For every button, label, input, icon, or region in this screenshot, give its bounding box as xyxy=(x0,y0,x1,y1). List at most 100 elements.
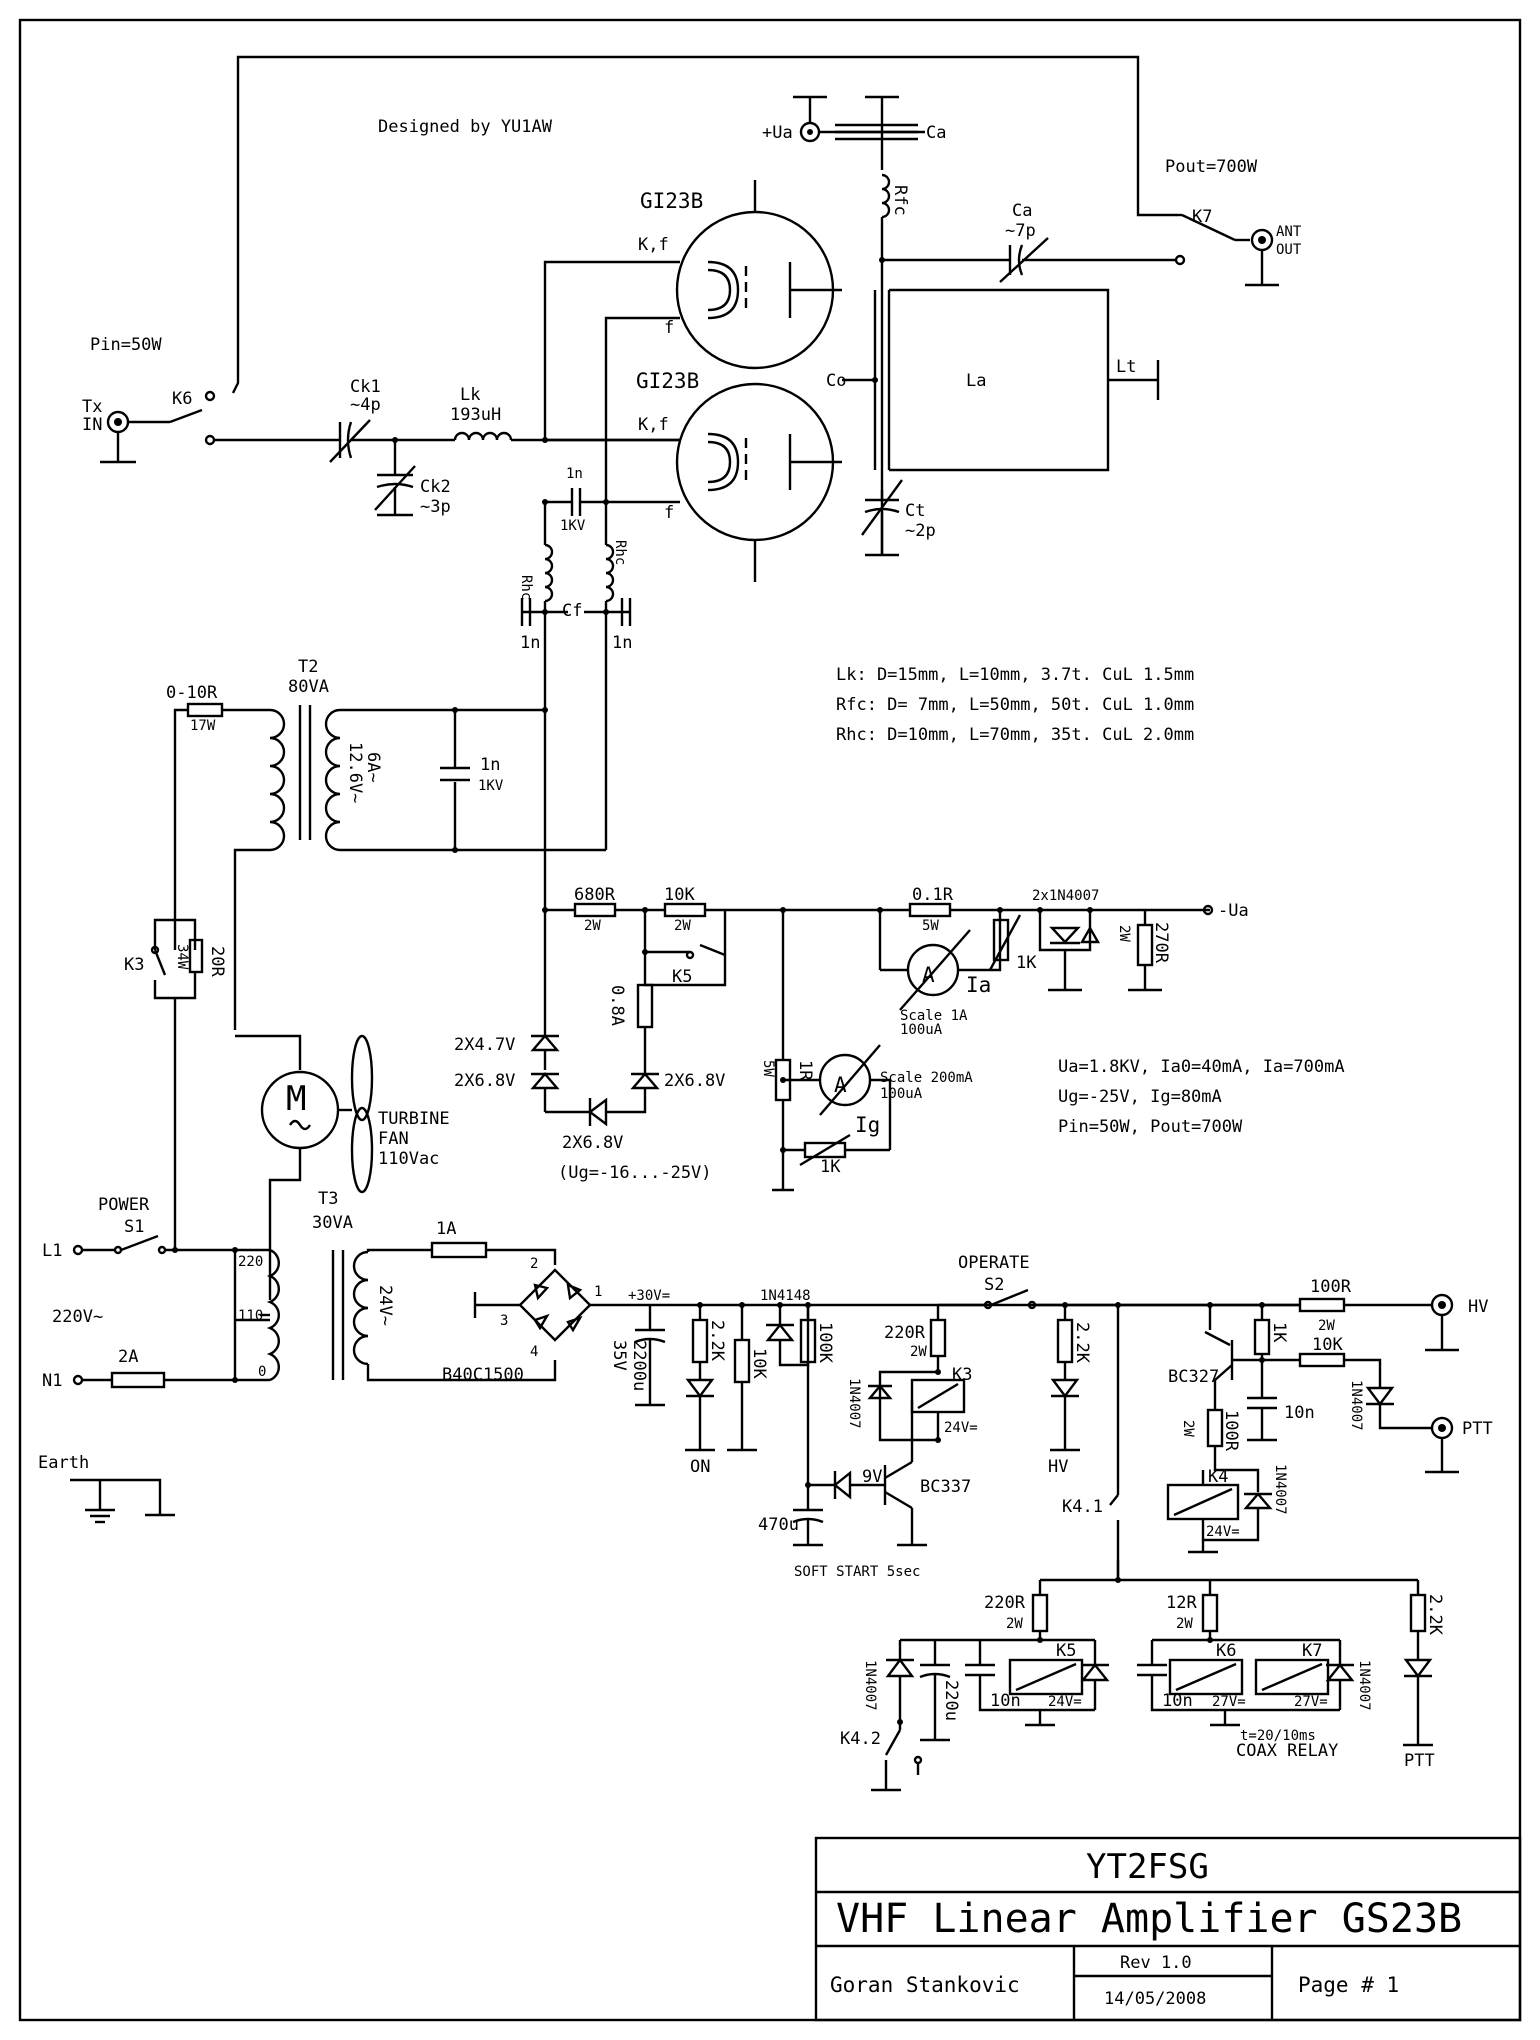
spec-ua: Ua=1.8KV, Ia0=40mA, Ia=700mA xyxy=(1058,1057,1345,1077)
r22k-hv-label: 2.2K xyxy=(1072,1322,1092,1364)
d4007-k4-label: 1N4007 xyxy=(1272,1464,1288,1515)
bridge-label: B40C1500 xyxy=(442,1365,524,1385)
r220-k5-watt: 2W xyxy=(1006,1616,1023,1632)
k5-bias-label: K5 xyxy=(672,967,692,987)
rhc2-label: Rhc xyxy=(612,540,628,565)
tx-input-connector xyxy=(100,390,216,464)
on-led-label: ON xyxy=(690,1457,710,1477)
tap-110: 110 xyxy=(238,1308,263,1324)
ig-meter-fs: 100uA xyxy=(880,1086,923,1102)
r10k-bias-label: 10K xyxy=(664,885,695,905)
f2-label: f xyxy=(664,503,674,523)
c10n-k5-label: 10n xyxy=(990,1691,1021,1711)
r100-hv-label: 100R xyxy=(1310,1277,1352,1297)
revision: Rev 1.0 xyxy=(1120,1953,1192,1973)
t3-label: T3 xyxy=(318,1189,338,1209)
cf2-value: 1n xyxy=(612,633,632,653)
date: 14/05/2008 xyxy=(1104,1989,1206,2009)
fuse-2a-label: 2A xyxy=(118,1347,138,1367)
heater-r-label: 0-10R xyxy=(166,683,218,703)
c1kv-label: 1KV xyxy=(560,518,586,534)
k4-label: K4 xyxy=(1208,1467,1228,1487)
r12-watt: 2W xyxy=(1176,1616,1193,1632)
k41-label: K4.1 xyxy=(1062,1497,1103,1517)
r10k-on-label: 10K xyxy=(749,1348,769,1379)
k6-voltage: 27V= xyxy=(1212,1694,1246,1710)
pout-label: Pout=700W xyxy=(1165,157,1258,177)
z68c-label: 2X6.8V xyxy=(562,1133,623,1153)
r1r-watt: 5W xyxy=(760,1060,776,1077)
k5-voltage: 24V= xyxy=(1048,1694,1082,1710)
ig-meter-scale: Scale 200mA xyxy=(880,1070,973,1086)
hv-led-label: HV xyxy=(1048,1457,1068,1477)
n1-label: N1 xyxy=(42,1371,62,1391)
t2-va: 80VA xyxy=(288,677,329,697)
r10k-bias-watt: 2W xyxy=(674,918,691,934)
ck2-value: ~3p xyxy=(420,497,451,517)
rhc1-label: Rhc xyxy=(518,575,534,600)
tap-220: 220 xyxy=(238,1254,263,1270)
k3-heater-label: K3 xyxy=(124,955,144,975)
pin-label: Pin=50W xyxy=(90,335,162,355)
ca-value: ~7p xyxy=(1005,221,1036,241)
tube-2 xyxy=(675,382,842,582)
anode-metering xyxy=(877,902,1214,1011)
heater-r-watt: 17W xyxy=(190,718,216,734)
earth-label: Earth xyxy=(38,1453,89,1473)
anode-circuit xyxy=(793,95,1279,557)
lk-value: 193uH xyxy=(450,405,501,425)
r1r-label: 1R xyxy=(795,1060,815,1081)
r270-label: 270R xyxy=(1151,922,1171,964)
bridge-pin-4: 4 xyxy=(530,1344,538,1360)
spec-pin: Pin=50W, Pout=700W xyxy=(1058,1117,1243,1137)
bc337-label: BC337 xyxy=(920,1477,971,1497)
t3-sec-voltage: 24V~ xyxy=(375,1285,395,1326)
r220-k5-label: 220R xyxy=(984,1593,1026,1613)
fan-label-2: FAN xyxy=(378,1129,409,1149)
r100-k4-watt: 2W xyxy=(1180,1420,1196,1437)
s1-label: S1 xyxy=(124,1217,144,1237)
operate-label: OPERATE xyxy=(958,1253,1030,1273)
mains-voltage: 220V~ xyxy=(52,1307,103,1327)
d4007-k7-label: 1N4007 xyxy=(1356,1660,1372,1711)
drawing-title: VHF Linear Amplifier GS23B xyxy=(836,1896,1462,1942)
c2200-voltage: 35V xyxy=(609,1340,629,1371)
k7-label: K7 xyxy=(1192,207,1212,227)
ig-label: Ig xyxy=(855,1113,880,1137)
z47-label: 2X4.7V xyxy=(454,1035,515,1055)
c470-label: 470u xyxy=(758,1515,799,1535)
r12-label: 12R xyxy=(1166,1593,1197,1613)
ia-pot-label: 1K xyxy=(1016,953,1037,973)
ct-value: ~2p xyxy=(905,521,936,541)
r20-label: 20R xyxy=(207,946,227,977)
heater-supply xyxy=(150,702,608,1250)
ant-label: ANT xyxy=(1276,224,1302,240)
f1-label: f xyxy=(664,318,674,338)
r680-label: 680R xyxy=(574,885,616,905)
k6-label: K6 xyxy=(172,389,192,409)
ptt-in-label: PTT xyxy=(1462,1419,1493,1439)
c1n-label: 1n xyxy=(566,466,583,482)
fan-label-3: 110Vac xyxy=(378,1149,439,1169)
d4007-k3-label: 1N4007 xyxy=(846,1378,862,1429)
z9v-label: 9V xyxy=(862,1467,882,1487)
c10n-label: 10n xyxy=(1284,1403,1315,1423)
bridge-pin-3: 3 xyxy=(500,1313,508,1329)
k7-voltage: 27V= xyxy=(1294,1694,1328,1710)
coil-note-lk: Lk: D=15mm, L=10mm, 3.7t. CuL 1.5mm xyxy=(836,665,1194,685)
tube2-label: GI23B xyxy=(636,369,699,393)
cf1-value: 1n xyxy=(520,633,540,653)
c220-label: 220u xyxy=(941,1680,961,1721)
k3-voltage: 24V= xyxy=(944,1420,978,1436)
t3-va: 30VA xyxy=(312,1213,353,1233)
z68b-label: 2X6.8V xyxy=(664,1071,725,1091)
bc327-label: BC327 xyxy=(1168,1367,1219,1387)
lt-label: Lt xyxy=(1116,357,1136,377)
ig-pot-label: 1K xyxy=(820,1157,841,1177)
plus-ua-label: +Ua xyxy=(762,123,793,143)
spec-ug: Ug=-25V, Ig=80mA xyxy=(1058,1087,1222,1107)
c2200-label: 2200u xyxy=(629,1340,649,1391)
k7-relay-label: K7 xyxy=(1302,1641,1322,1661)
k5-relay-label: K5 xyxy=(1056,1641,1076,1661)
plus30-label: +30V= xyxy=(628,1288,670,1304)
